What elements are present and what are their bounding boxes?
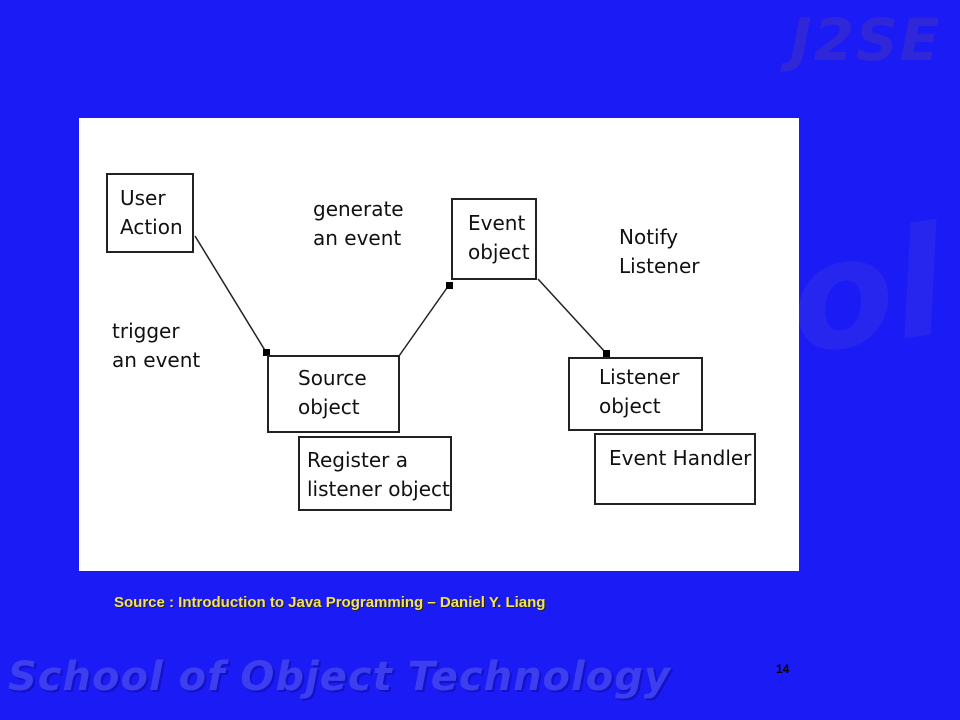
connector-dot-listener	[603, 350, 610, 357]
school-tagline: School of Object Technology	[8, 654, 671, 700]
connector-lines	[194, 235, 607, 357]
register-listener-label: Register a listener object	[307, 448, 450, 501]
page-number: 14	[776, 662, 790, 676]
notify-listener-label: Notify Listener	[619, 225, 700, 278]
source-object-label: Source object	[298, 366, 367, 419]
source-object-box: Source object	[267, 355, 400, 433]
connector-dot-source	[263, 349, 270, 356]
trigger-event-label: trigger an event	[112, 319, 201, 372]
connector-event-to-listener	[537, 278, 607, 354]
source-citation: Source : Introduction to Java Programmin…	[114, 594, 546, 611]
listener-object-label: Listener object	[599, 365, 680, 418]
register-listener-box: Register a listener object	[298, 436, 452, 511]
connector-dot-event	[446, 282, 453, 289]
j2se-watermark: J2SE	[790, 6, 942, 74]
user-action-box: User Action	[106, 173, 194, 253]
event-flow-diagram: User Action Source object Register a lis…	[79, 118, 799, 571]
event-object-label: Event object	[468, 211, 530, 264]
background-logo-shape: ol	[778, 195, 956, 389]
connector-source-to-event	[398, 284, 450, 357]
connector-user-to-source	[194, 235, 267, 353]
event-handler-box: Event Handler	[594, 433, 756, 505]
generate-event-label: generate an event	[313, 197, 404, 250]
listener-object-box: Listener object	[568, 357, 703, 431]
user-action-label: User Action	[120, 186, 183, 239]
event-object-box: Event object	[451, 198, 537, 280]
event-handler-label: Event Handler	[609, 446, 752, 470]
